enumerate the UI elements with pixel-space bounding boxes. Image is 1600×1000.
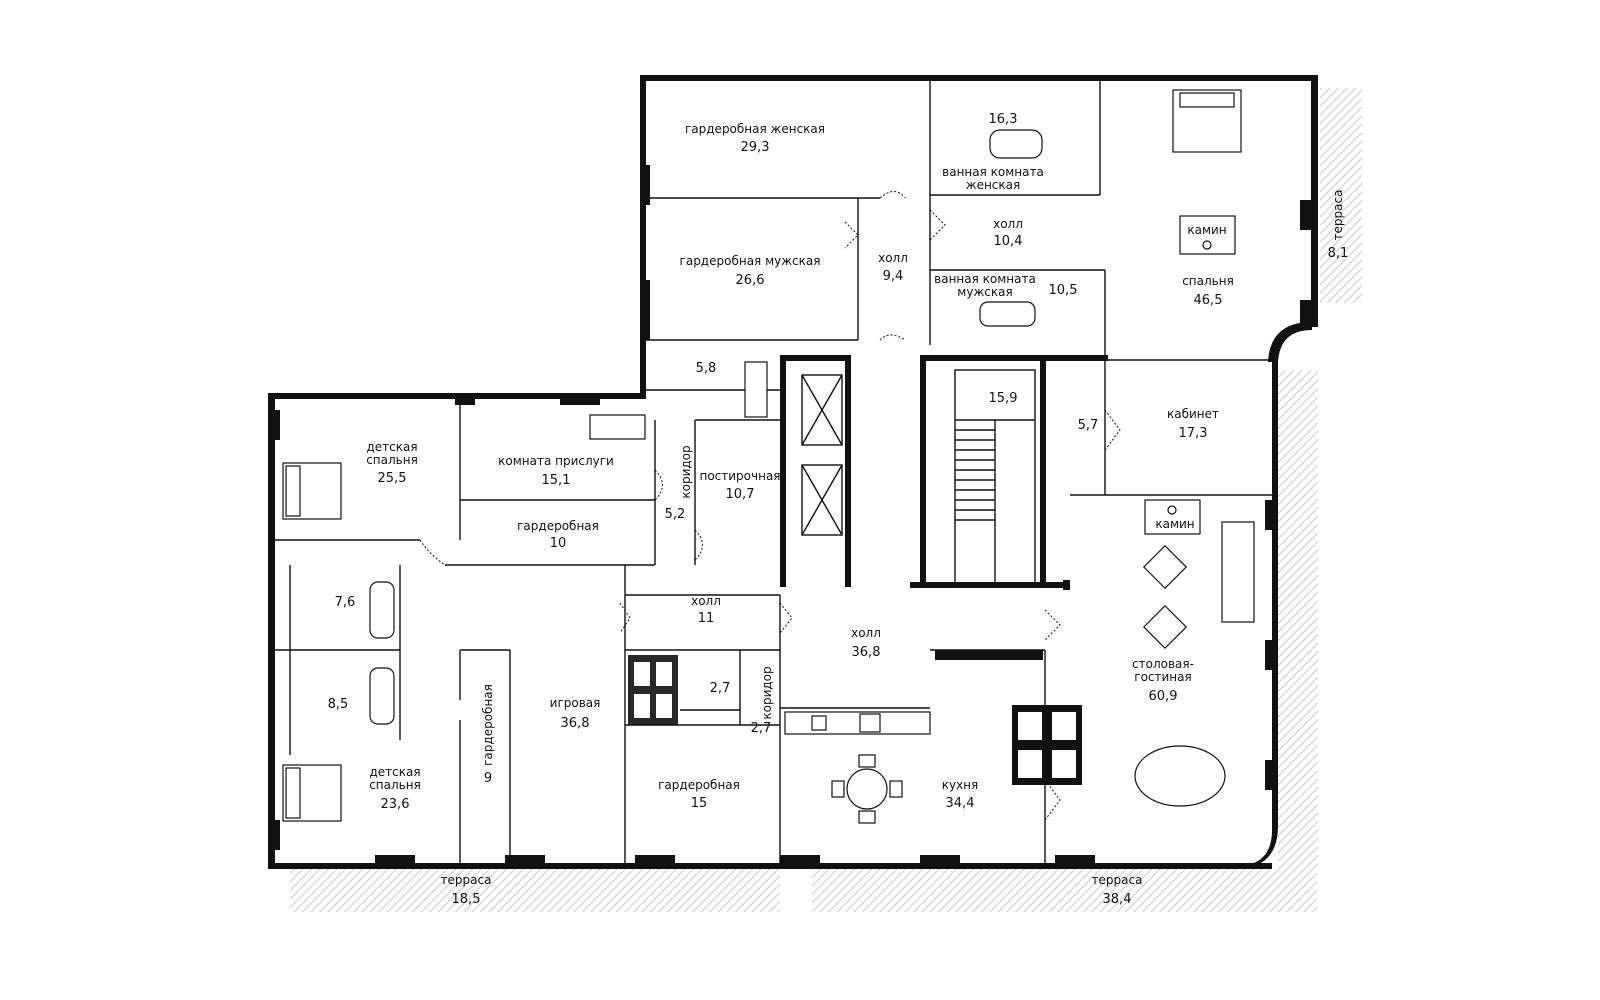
kids-bedroom-2-name-1: детская [369, 765, 420, 779]
round-table-icon [846, 768, 888, 810]
kids-bedroom-1-name-2: спальня [366, 453, 418, 467]
terrace-right-area [812, 868, 1317, 912]
wardrobe-men-area: 26,6 [736, 273, 765, 288]
bathtub-icon [979, 301, 1036, 327]
kitchen-name: кухня [942, 778, 979, 792]
bathtub-icon [744, 361, 768, 418]
kids-bedroom-2-name-2: спальня [369, 778, 421, 792]
terrace-left-name: терраса [441, 873, 492, 887]
wardrobe-10-area: 10 [550, 536, 567, 551]
corridor-5-2-name: коридор [679, 445, 693, 498]
terrace-side-name: терраса [1331, 190, 1345, 241]
bath-men-name-2: мужская [957, 285, 1012, 299]
bathtub-icon [369, 581, 395, 639]
staircase [954, 369, 1036, 586]
study-area: 17,3 [1179, 426, 1208, 441]
terrace-right-side-area [1278, 370, 1318, 870]
terrace-side-area [1320, 88, 1362, 303]
wardrobe-9-name: гардеробная [481, 684, 495, 766]
hall-11-area: 11 [698, 611, 715, 626]
terrace-right-name: терраса [1092, 873, 1143, 887]
wardrobe-15-area: 15 [691, 796, 708, 811]
fireplace-bedroom-label: камин [1187, 223, 1226, 237]
kitchen-area: 34,4 [946, 796, 975, 811]
terrace-right-area-value: 38,4 [1103, 892, 1132, 907]
hall-10-4-area: 10,4 [994, 234, 1023, 249]
wc-5-7-area: 5,7 [1078, 418, 1099, 433]
wardrobe-9-area: 9 [484, 771, 492, 786]
bath-7-6-area: 7,6 [335, 595, 356, 610]
wardrobe-women-area: 29,3 [741, 140, 770, 155]
room-labels: гардеробная женская 29,3 гардеробная муж… [328, 112, 1349, 907]
playroom-name: игровая [550, 696, 601, 710]
hall-36-8-area: 36,8 [852, 645, 881, 660]
kids-bedroom-2-area: 23,6 [381, 797, 410, 812]
hall-36-8-name: холл [851, 626, 881, 640]
living-area: 60,9 [1149, 689, 1178, 704]
terrace-left-area-value: 18,5 [452, 892, 481, 907]
terrace-left-area [290, 868, 780, 912]
bath-women-area: 16,3 [989, 112, 1018, 127]
bedroom-name: спальня [1182, 274, 1234, 288]
maid-room-area: 15,1 [542, 473, 571, 488]
wc-5-8-area: 5,8 [696, 361, 717, 376]
wardrobe-10-name: гардеробная [517, 519, 599, 533]
doors [419, 191, 1121, 821]
hall-10-4-name: холл [993, 217, 1023, 231]
dining-table-icon [1134, 745, 1226, 807]
living-name-2: гостиная [1134, 670, 1191, 684]
laundry-name: постирочная [699, 469, 780, 483]
kitchen-counter [784, 711, 931, 735]
bathtub-icon [369, 667, 395, 725]
corridor-2-7-name: коридор [760, 666, 774, 719]
bath-women-name-2: женская [966, 178, 1020, 192]
fixtures [282, 89, 1255, 824]
living-name-1: столовая- [1132, 657, 1194, 671]
hall-9-4-name: холл [878, 251, 908, 265]
stair-area: 15,9 [989, 391, 1018, 406]
elevator-shafts [801, 374, 843, 536]
outer-walls [268, 75, 1318, 869]
corridor-5-2-area: 5,2 [665, 507, 686, 522]
bathtub-icon [589, 414, 646, 440]
study-name: кабинет [1167, 407, 1219, 421]
bedroom-area: 46,5 [1194, 293, 1223, 308]
kids-bedroom-1-area: 25,5 [378, 471, 407, 486]
bath-8-5-area: 8,5 [328, 697, 349, 712]
laundry-area: 10,7 [726, 487, 755, 502]
interior-walls [275, 81, 1272, 863]
bathtub-icon [989, 129, 1043, 159]
fireplace-living-label: камин [1155, 517, 1194, 531]
bath-women-name-1: ванная комната [942, 165, 1044, 179]
bath-men-area: 10,5 [1049, 283, 1078, 298]
bath-men-name-1: ванная комната [934, 272, 1036, 286]
wardrobe-men-name: гардеробная мужская [680, 254, 821, 268]
corridor-2-7-area: 2,7 [751, 721, 772, 736]
maid-room-name: комната прислуги [498, 454, 614, 468]
hall-9-4-area: 9,4 [883, 269, 904, 284]
wc-2-7-area: 2,7 [710, 681, 731, 696]
sofa-icon [1221, 521, 1255, 623]
terrace-side-area-value: 8,1 [1328, 246, 1349, 261]
kids-bedroom-1-name-1: детская [366, 440, 417, 454]
hall-11-name: холл [691, 594, 721, 608]
wardrobe-15-name: гардеробная [658, 778, 740, 792]
wardrobe-women-name: гардеробная женская [685, 122, 825, 136]
playroom-area: 36,8 [561, 716, 590, 731]
